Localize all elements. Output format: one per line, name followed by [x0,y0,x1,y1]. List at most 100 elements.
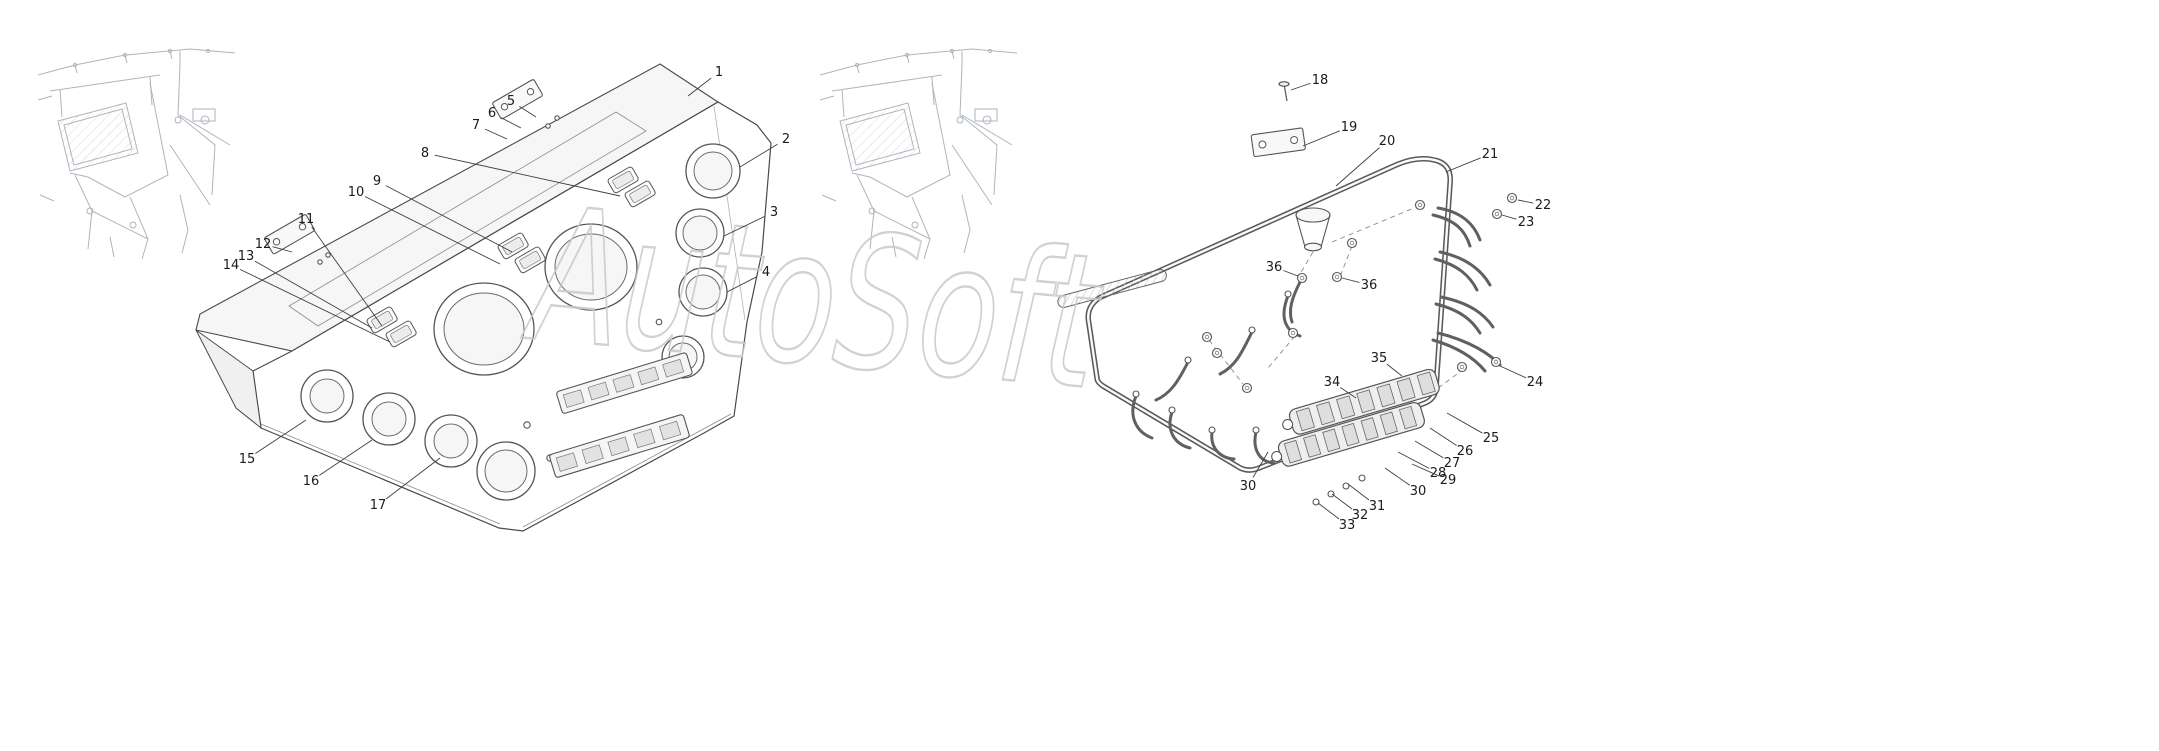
callout-label-8-7: 8 [421,146,429,161]
callout-label-23-5: 23 [1518,215,1535,230]
screw-hole [523,421,531,429]
callout-leader-1-0 [687,77,712,97]
callout-label-32-15: 32 [1352,508,1369,523]
callout-leader-23-5 [1501,214,1517,220]
defroster-vent-grille [288,111,647,327]
callout-label-6-5: 6 [488,106,496,121]
callout-leader-15-14 [255,419,307,454]
harness-sleeve [1057,269,1167,308]
callout-leader-30-12 [1252,451,1269,478]
lower-round-vents [300,369,478,468]
block-screws [1312,474,1366,506]
callout-label-34-17: 34 [1324,375,1341,390]
callout-label-35-18: 35 [1371,351,1388,366]
grommet-cone [1295,207,1331,252]
frame-harness-drawing [1057,81,1518,506]
callout-label-1-0: 1 [715,65,723,80]
hose-connectors [1132,290,1292,434]
frame-bracket [1250,127,1306,158]
callout-label-31-14: 31 [1369,499,1386,514]
callout-leader-17-16 [385,457,441,500]
callout-leader-22-4 [1517,199,1534,204]
callout-label-19-1: 19 [1341,120,1358,135]
callout-leader-33-16 [1317,502,1340,520]
bottom-center-opening [476,441,536,501]
callout-label-12-11: 12 [255,237,272,252]
callout-leader-12-11 [272,246,293,253]
callout-leader-36-20 [1341,277,1360,283]
callout-label-4-3: 4 [762,265,770,280]
callout-leader-7-6 [484,128,508,140]
callout-leader-8-7 [434,154,621,197]
gauge-opening-left [433,282,535,376]
alignment-dashes [1208,207,1465,392]
callout-label-14-13: 14 [223,258,240,273]
screw [317,259,323,265]
callout-label-18-0: 18 [1312,73,1329,88]
callout-leader-26-8 [1429,427,1457,446]
callout-label-26-8: 26 [1457,444,1474,459]
callout-label-33-16: 33 [1339,518,1356,533]
callout-label-2-1: 2 [782,132,790,147]
screw-hole [655,318,663,326]
callout-leader-31-14 [1347,483,1370,501]
callout-leader-29-11 [1411,463,1440,477]
callout-label-27-9: 27 [1444,456,1461,471]
callout-leader-30-13 [1384,467,1411,486]
panel-top-shelf [195,63,720,352]
bolt [1278,81,1290,102]
callout-leader-4-3 [726,276,758,293]
callout-leader-6-5 [500,117,522,129]
callout-label-17-16: 17 [370,498,387,513]
cab-context-sketch-left [37,48,236,260]
callout-label-28-10: 28 [1430,466,1447,481]
callout-label-25-7: 25 [1483,431,1500,446]
callout-leader-2-1 [739,143,778,168]
callout-label-29-11: 29 [1440,473,1457,488]
callout-label-36-19: 36 [1266,260,1283,275]
screw [545,123,551,129]
callout-label-22-4: 22 [1535,198,1552,213]
callout-leader-35-18 [1386,363,1403,377]
screw [325,252,331,258]
callout-label-16-15: 16 [303,474,320,489]
callout-label-24-6: 24 [1527,375,1544,390]
callout-leader-27-9 [1414,440,1444,459]
callout-leader-11-10 [311,226,383,327]
callout-label-10-9: 10 [348,185,365,200]
callout-label-36-20: 36 [1361,278,1378,293]
callout-leader-24-6 [1499,365,1527,379]
panel-left-skirt [195,329,262,430]
callout-leader-18-0 [1290,82,1311,91]
callout-label-20-2: 20 [1379,134,1396,149]
callout-leader-28-10 [1397,451,1430,469]
screw [554,115,560,121]
callout-leader-13-12 [254,260,373,329]
mount-bracket-top [491,78,544,121]
terminal-block-lower [1271,401,1425,467]
callout-label-30-12: 30 [1240,479,1257,494]
callout-leader-5-4 [519,106,537,118]
callout-leader-36-19 [1283,270,1299,277]
callout-label-21-3: 21 [1482,147,1499,162]
callout-label-15-14: 15 [239,452,256,467]
callout-label-3-2: 3 [770,205,778,220]
callout-label-9-8: 9 [373,174,381,189]
gauge-opening-right [544,223,638,311]
callout-label-30-13: 30 [1410,484,1427,499]
hoses-inner [1131,280,1302,465]
callout-leader-19-1 [1302,130,1340,147]
round-vent-2 [685,143,741,199]
callout-label-7-6: 7 [472,118,480,133]
callout-leader-16-15 [319,439,373,476]
watermark-text: AutoSoft [517,166,1110,431]
callout-leader-14-13 [239,268,391,343]
callout-leader-20-2 [1335,147,1380,187]
control-strip-upper [556,352,693,414]
callout-leader-3-2 [723,215,766,237]
round-vent-3 [675,208,725,258]
